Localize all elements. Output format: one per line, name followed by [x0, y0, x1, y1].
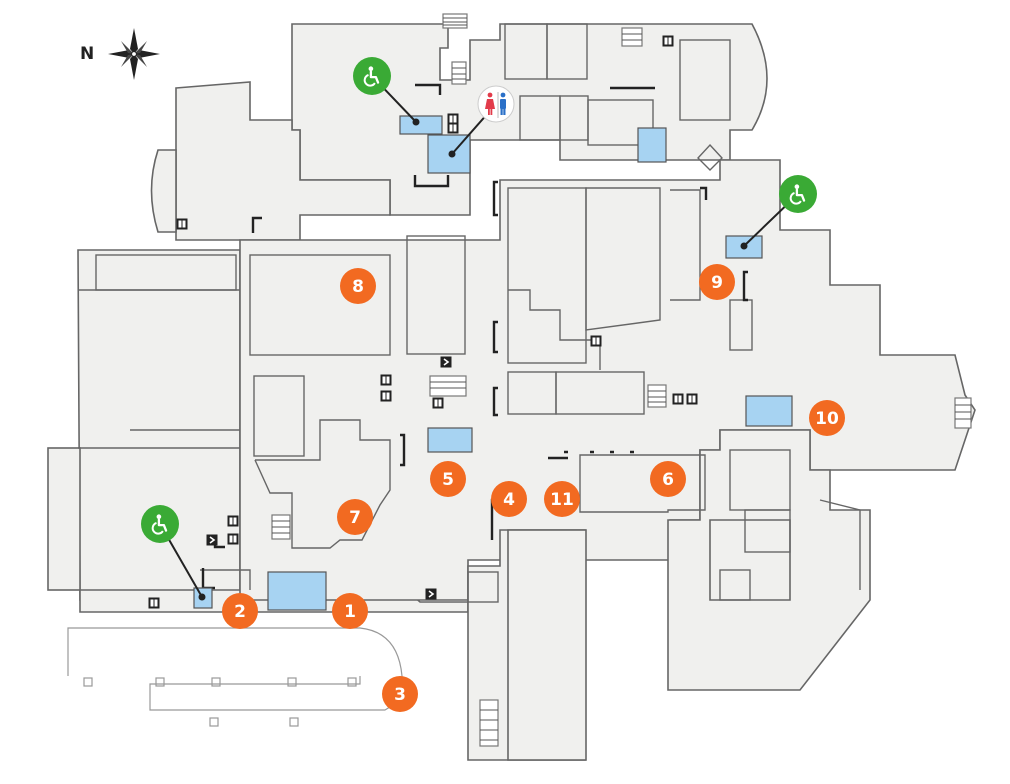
marker-label: 8 — [352, 277, 364, 297]
elevator-icon — [227, 533, 239, 545]
info-icon — [590, 335, 602, 347]
marker-label: 6 — [662, 470, 674, 490]
location-marker-4[interactable]: 4 — [491, 481, 527, 517]
elevator-icon — [227, 515, 239, 527]
exit-icon — [425, 588, 437, 600]
restroom-icon — [477, 85, 515, 123]
location-marker-8[interactable]: 8 — [340, 268, 376, 304]
elevator-icon — [447, 122, 459, 134]
elevator-icon — [432, 397, 444, 409]
marker-label: 4 — [503, 490, 515, 510]
marker-label: 11 — [550, 490, 574, 510]
wheelchair-icon — [779, 175, 817, 213]
location-marker-3[interactable]: 3 — [382, 676, 418, 712]
highlighted-rooms — [193, 115, 793, 611]
elevator-icon — [380, 390, 392, 402]
compass-rose-icon — [108, 28, 160, 80]
location-marker-2[interactable]: 2 — [222, 593, 258, 629]
compass: N — [80, 28, 160, 80]
location-marker-11[interactable]: 11 — [544, 481, 580, 517]
marker-label: 1 — [344, 602, 356, 622]
marker-label: 3 — [394, 685, 406, 705]
elevator-icon — [672, 393, 684, 405]
elevator-icon — [176, 218, 188, 230]
location-marker-1[interactable]: 1 — [332, 593, 368, 629]
location-marker-7[interactable]: 7 — [337, 499, 373, 535]
marker-label: 10 — [815, 409, 839, 429]
location-markers: 1 2 3 4 5 6 7 8 — [222, 264, 845, 712]
location-marker-5[interactable]: 5 — [430, 461, 466, 497]
elevator-icon — [662, 35, 674, 47]
exit-icon — [206, 534, 218, 546]
marker-label: 2 — [234, 602, 246, 622]
compass-north-label: N — [80, 44, 94, 64]
location-marker-9[interactable]: 9 — [699, 264, 735, 300]
stairwells — [271, 13, 972, 747]
wheelchair-icon — [353, 57, 391, 95]
marker-label: 9 — [711, 273, 723, 293]
exit-icon — [440, 356, 452, 368]
building-outlines — [47, 23, 976, 761]
marker-label: 7 — [349, 508, 361, 528]
elevator-icon — [380, 374, 392, 386]
accessible-icons — [141, 57, 817, 543]
elevator-icon — [686, 393, 698, 405]
elevator-icon — [148, 597, 160, 609]
location-marker-6[interactable]: 6 — [650, 461, 686, 497]
outdoor-paths — [67, 627, 403, 727]
interior-walls — [78, 23, 861, 603]
wheelchair-icon — [141, 505, 179, 543]
location-marker-10[interactable]: 10 — [809, 400, 845, 436]
marker-label: 5 — [442, 470, 454, 490]
dark-wall-segments — [201, 83, 748, 590]
